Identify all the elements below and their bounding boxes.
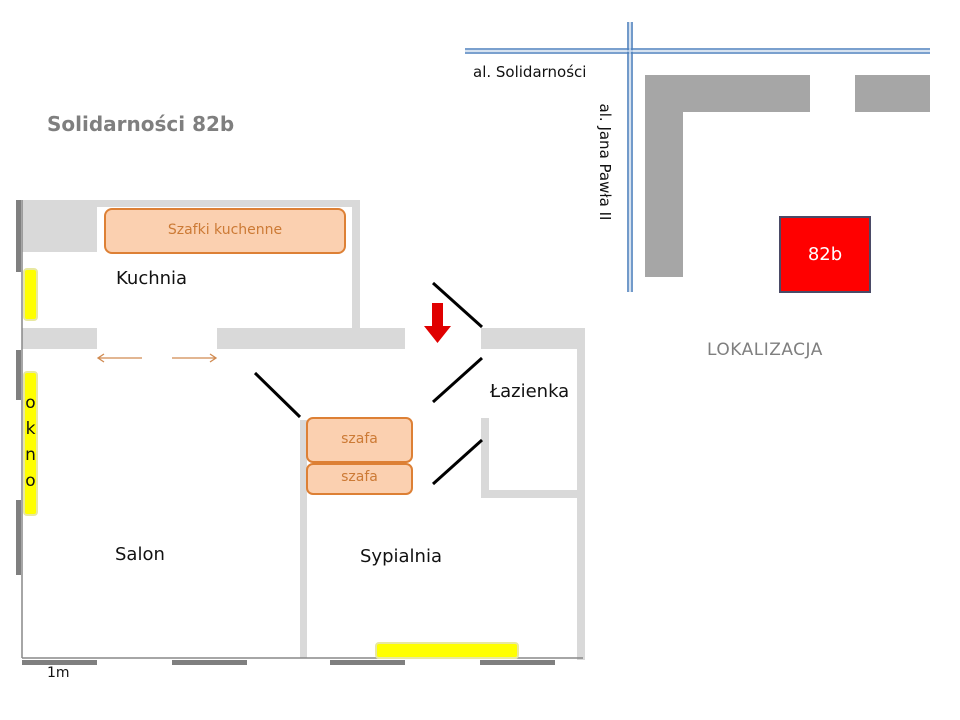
entrance-door: [431, 281, 484, 329]
building: [645, 75, 683, 277]
window-frames: [16, 200, 555, 665]
window-letter: n: [25, 445, 36, 465]
kitchen-right-wall: [352, 200, 360, 328]
kitchen-block: [22, 200, 97, 252]
room-label-bathroom: Łazienka: [490, 381, 570, 402]
walls: [22, 200, 585, 660]
closet-door: [431, 438, 484, 486]
bathroom-left-wall: [481, 418, 489, 498]
bathroom-door: [431, 356, 484, 404]
window-frame: [172, 660, 247, 665]
furniture: [104, 208, 413, 495]
kitchen-window: [23, 268, 38, 321]
living-room-window: [23, 371, 38, 516]
arrow-left-icon: [96, 353, 142, 363]
street-label-jana-pawla: al. Jana Pawła II: [596, 103, 614, 221]
wardrobe-label: szafa: [341, 469, 378, 485]
bedroom-left-wall: [300, 420, 307, 658]
location-map: [465, 22, 930, 293]
map-caption: LOKALIZACJA: [707, 340, 823, 360]
window-letter: o: [25, 393, 36, 413]
roads: [465, 22, 930, 292]
doors: [253, 281, 484, 486]
arrow-right-icon: [172, 353, 218, 363]
window-frame: [16, 350, 21, 400]
street-label-solidarnosci: al. Solidarności: [473, 63, 587, 81]
scale-label: 1m: [47, 665, 70, 681]
kitchen-cabinets-label: Szafki kuchenne: [167, 222, 283, 238]
windows: [23, 268, 519, 659]
window-letter: o: [25, 471, 36, 491]
window-frame: [22, 660, 97, 665]
window-frame: [16, 200, 21, 272]
middle-wall-left: [22, 328, 97, 349]
window-letter: k: [25, 419, 36, 439]
wardrobe-label: szafa: [341, 431, 378, 447]
entrance-arrow-icon: [424, 303, 451, 343]
room-label-kitchen: Kuchnia: [116, 268, 188, 289]
bathroom-bottom-wall: [481, 490, 581, 498]
middle-wall-center: [217, 328, 405, 349]
window-label: o k n o: [24, 390, 37, 494]
bathroom-top-wall: [481, 328, 585, 349]
road-centers: [465, 22, 930, 292]
bedroom-door: [253, 371, 302, 419]
window-frame: [480, 660, 555, 665]
window-frame: [16, 500, 21, 575]
building: [855, 75, 930, 112]
wardrobe: [306, 417, 413, 463]
kitchen-cabinets: [104, 208, 346, 254]
room-label-bedroom: Sypialnia: [360, 546, 442, 567]
building-label: 82b: [807, 244, 843, 265]
wardrobe: [306, 463, 413, 495]
page-title: Solidarności 82b: [47, 112, 235, 136]
room-label-living-room: Salon: [115, 544, 165, 565]
window-frame: [330, 660, 405, 665]
sliding-door-arrows: [96, 353, 218, 363]
target-building: [779, 216, 871, 293]
kitchen-top-wall: [22, 200, 360, 207]
bedroom-window: [375, 642, 519, 659]
